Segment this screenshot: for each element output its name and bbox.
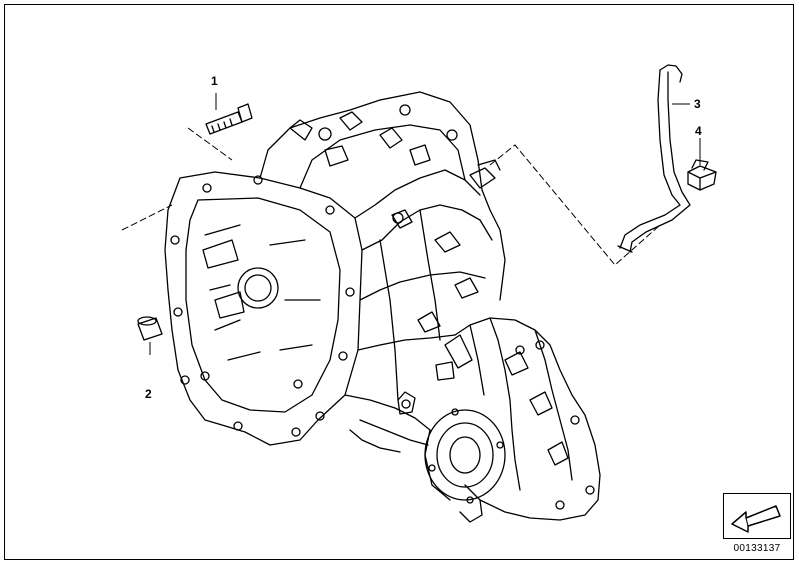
dashed-assembly-lines <box>121 127 661 266</box>
callout-3: 3 <box>694 97 701 111</box>
callout-1: 1 <box>211 74 218 88</box>
back-navigation-button[interactable] <box>723 493 791 539</box>
leader-lines <box>149 93 701 355</box>
diagram-frame <box>4 4 794 560</box>
part-bolt <box>205 103 253 135</box>
part-breather-hose <box>617 64 691 253</box>
callout-4: 4 <box>695 124 702 138</box>
part-sleeve <box>137 316 163 341</box>
part-clip <box>687 159 717 191</box>
transfer-case-housing <box>164 91 601 523</box>
callout-2: 2 <box>145 387 152 401</box>
arrow-left-icon <box>731 505 781 533</box>
drawing-number: 00133137 <box>733 543 781 554</box>
